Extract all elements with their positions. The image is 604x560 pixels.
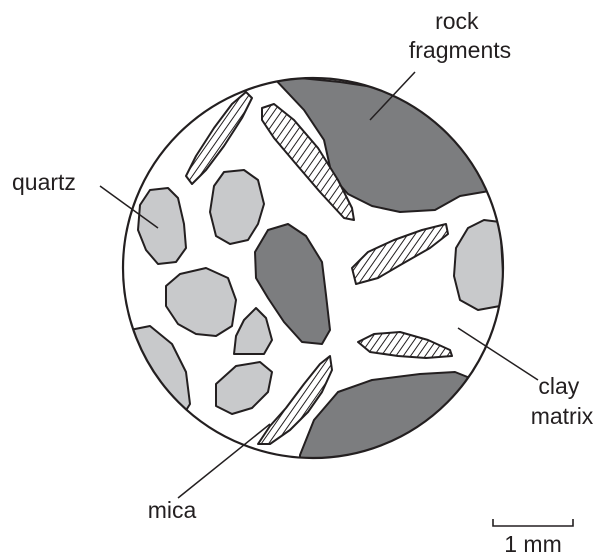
clay-matrix-label-line1: clay — [538, 373, 579, 399]
scale-bar: 1 mm — [493, 519, 573, 557]
rock-fragments-label: rock fragments — [409, 8, 511, 63]
mica-label: mica — [148, 497, 197, 523]
rock-fragments-label-line1: rock — [435, 8, 479, 34]
clay-matrix-label-line2: matrix — [531, 403, 594, 429]
scale-bar-line — [493, 519, 573, 526]
clay-matrix-label: clay matrix — [531, 373, 594, 429]
scale-bar-label: 1 mm — [504, 531, 562, 557]
quartz-label: quartz — [12, 169, 76, 195]
rock-fragments-label-line2: fragments — [409, 37, 511, 63]
